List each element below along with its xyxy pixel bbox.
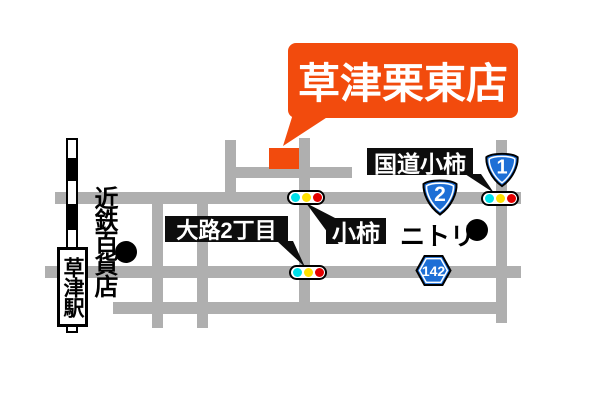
- route-1-shield-icon: 1: [485, 152, 519, 188]
- signal-cyan-light: [484, 194, 494, 203]
- store-building-marker: [269, 148, 299, 169]
- kintetsu-location-dot: [115, 241, 137, 263]
- signal-red-light: [314, 268, 324, 277]
- road-vertical-3: [299, 138, 310, 314]
- oji-2chome-plate: 大路2丁目: [165, 216, 288, 243]
- kusatsu-station-box: 草津駅: [57, 247, 88, 327]
- road-second-horizontal: [45, 266, 521, 278]
- road-stub-vertical: [225, 140, 236, 192]
- road-vertical-1: [152, 192, 163, 328]
- signal-yellow-light: [301, 193, 311, 202]
- traffic-light-oji-2chome: [289, 265, 327, 280]
- route-142-shield-icon: 142: [415, 255, 452, 286]
- route-2-shield-icon: 2: [422, 179, 458, 216]
- kusatsu-station-label: 草津駅: [61, 257, 84, 317]
- traffic-light-kogaki: [287, 190, 325, 205]
- kintetsu-department-store-label: 近鉄百貨店: [90, 186, 117, 296]
- route-1-number: 1: [496, 156, 507, 178]
- signal-red-light: [506, 194, 516, 203]
- route-142-number: 142: [422, 263, 446, 279]
- kokudo-kogaki-label: 国道小柿: [374, 150, 466, 177]
- road-vertical-2: [197, 192, 208, 328]
- signal-cyan-light: [292, 268, 302, 277]
- nitori-location-dot: [466, 219, 488, 241]
- oji-2chome-label: 大路2丁目: [176, 218, 277, 243]
- route-2-number: 2: [434, 183, 446, 206]
- railway-tie: [68, 204, 76, 230]
- store-callout-banner: 草津栗東店: [288, 43, 518, 118]
- signal-yellow-light: [495, 194, 505, 203]
- road-third-horizontal: [113, 302, 507, 314]
- signal-red-light: [312, 193, 322, 202]
- kogaki-plate: 小柿: [326, 218, 386, 248]
- railway-tie: [68, 158, 76, 181]
- road-upper-side-street: [229, 167, 352, 178]
- road-vertical-4: [496, 140, 507, 323]
- signal-yellow-light: [303, 268, 313, 277]
- signal-cyan-light: [290, 193, 300, 202]
- traffic-light-kokudo-kogaki: [481, 191, 519, 206]
- store-name: 草津栗東店: [297, 60, 508, 107]
- nitori-label: ニトリ: [400, 223, 476, 251]
- kogaki-label: 小柿: [332, 220, 380, 248]
- kokudo-kogaki-plate: 国道小柿: [367, 148, 473, 177]
